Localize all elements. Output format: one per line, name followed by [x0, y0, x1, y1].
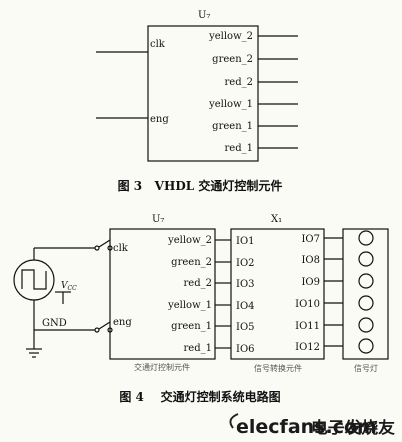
vcc-label: VCC	[61, 281, 77, 292]
fig4-bus-wires	[215, 239, 231, 349]
converter-out-4: IO11	[295, 321, 320, 332]
converter-in-0: IO1	[236, 236, 255, 247]
fig4-controller-box	[109, 228, 216, 360]
converter-in-2: IO3	[236, 279, 255, 290]
watermark-site: elecfans.com	[236, 416, 377, 438]
fig4-output-3: yellow_1	[167, 300, 212, 311]
clk-switch	[94, 239, 113, 251]
ground-symbol	[26, 342, 42, 358]
watermark-name: 电子发烧友	[311, 418, 396, 437]
fig3-output-2: red_2	[225, 77, 253, 88]
fig4-component-name: U₇	[152, 214, 164, 225]
fig4-converter-box	[230, 228, 325, 360]
fig3-component-name: U₇	[198, 10, 210, 21]
fig3-output-3: yellow_1	[208, 99, 253, 110]
fig3-caption: 图 3 VHDL 交通灯控制元件	[118, 178, 283, 193]
watermark-logo: elecfans.com 电子发烧友	[229, 413, 396, 438]
converter-out-0: IO7	[301, 234, 320, 245]
fig3-output-4: green_1	[212, 121, 253, 132]
fig3-output-1: green_2	[212, 54, 253, 65]
fig4-signal-lights	[358, 230, 374, 354]
converter-out-2: IO9	[301, 277, 320, 288]
vcc-symbol	[55, 291, 71, 304]
fig3-input-clk: clk	[150, 39, 166, 50]
fig4-output-4: green_1	[171, 321, 212, 332]
controller-label: 交通灯控制元件	[134, 362, 190, 372]
fig4-input-eng: eng	[113, 317, 132, 328]
fig3-output-5: red_1	[225, 143, 253, 154]
fig4-caption: 图 4 交通灯控制系统电路图	[119, 389, 280, 404]
fig4-converter-name: X₁	[271, 214, 282, 225]
fig4-output-2: red_2	[184, 278, 212, 289]
fig4-output-5: red_1	[184, 343, 212, 354]
converter-out-5: IO12	[295, 342, 320, 353]
converter-label: 信号转换元件	[254, 363, 302, 373]
fig4-light-wires	[324, 237, 343, 347]
fig3-input-eng: eng	[150, 114, 169, 125]
fig4-input-clk: clk	[113, 243, 129, 254]
fig3-output-0: yellow_2	[208, 31, 253, 42]
gnd-label: GND	[42, 318, 67, 329]
eng-wire	[34, 321, 113, 333]
converter-in-5: IO6	[236, 344, 255, 355]
fig3-component-box	[147, 25, 259, 162]
converter-in-1: IO2	[236, 258, 255, 269]
fig4-output-0: yellow_2	[167, 235, 212, 246]
clock-source	[13, 247, 95, 342]
fig4-output-1: green_2	[171, 257, 212, 268]
converter-in-3: IO4	[236, 301, 255, 312]
converter-out-1: IO8	[301, 255, 320, 266]
lights-label: 信号灯	[354, 363, 378, 373]
fig4-lights-box	[342, 228, 389, 360]
converter-out-3: IO10	[295, 299, 320, 310]
converter-in-4: IO5	[236, 322, 255, 333]
